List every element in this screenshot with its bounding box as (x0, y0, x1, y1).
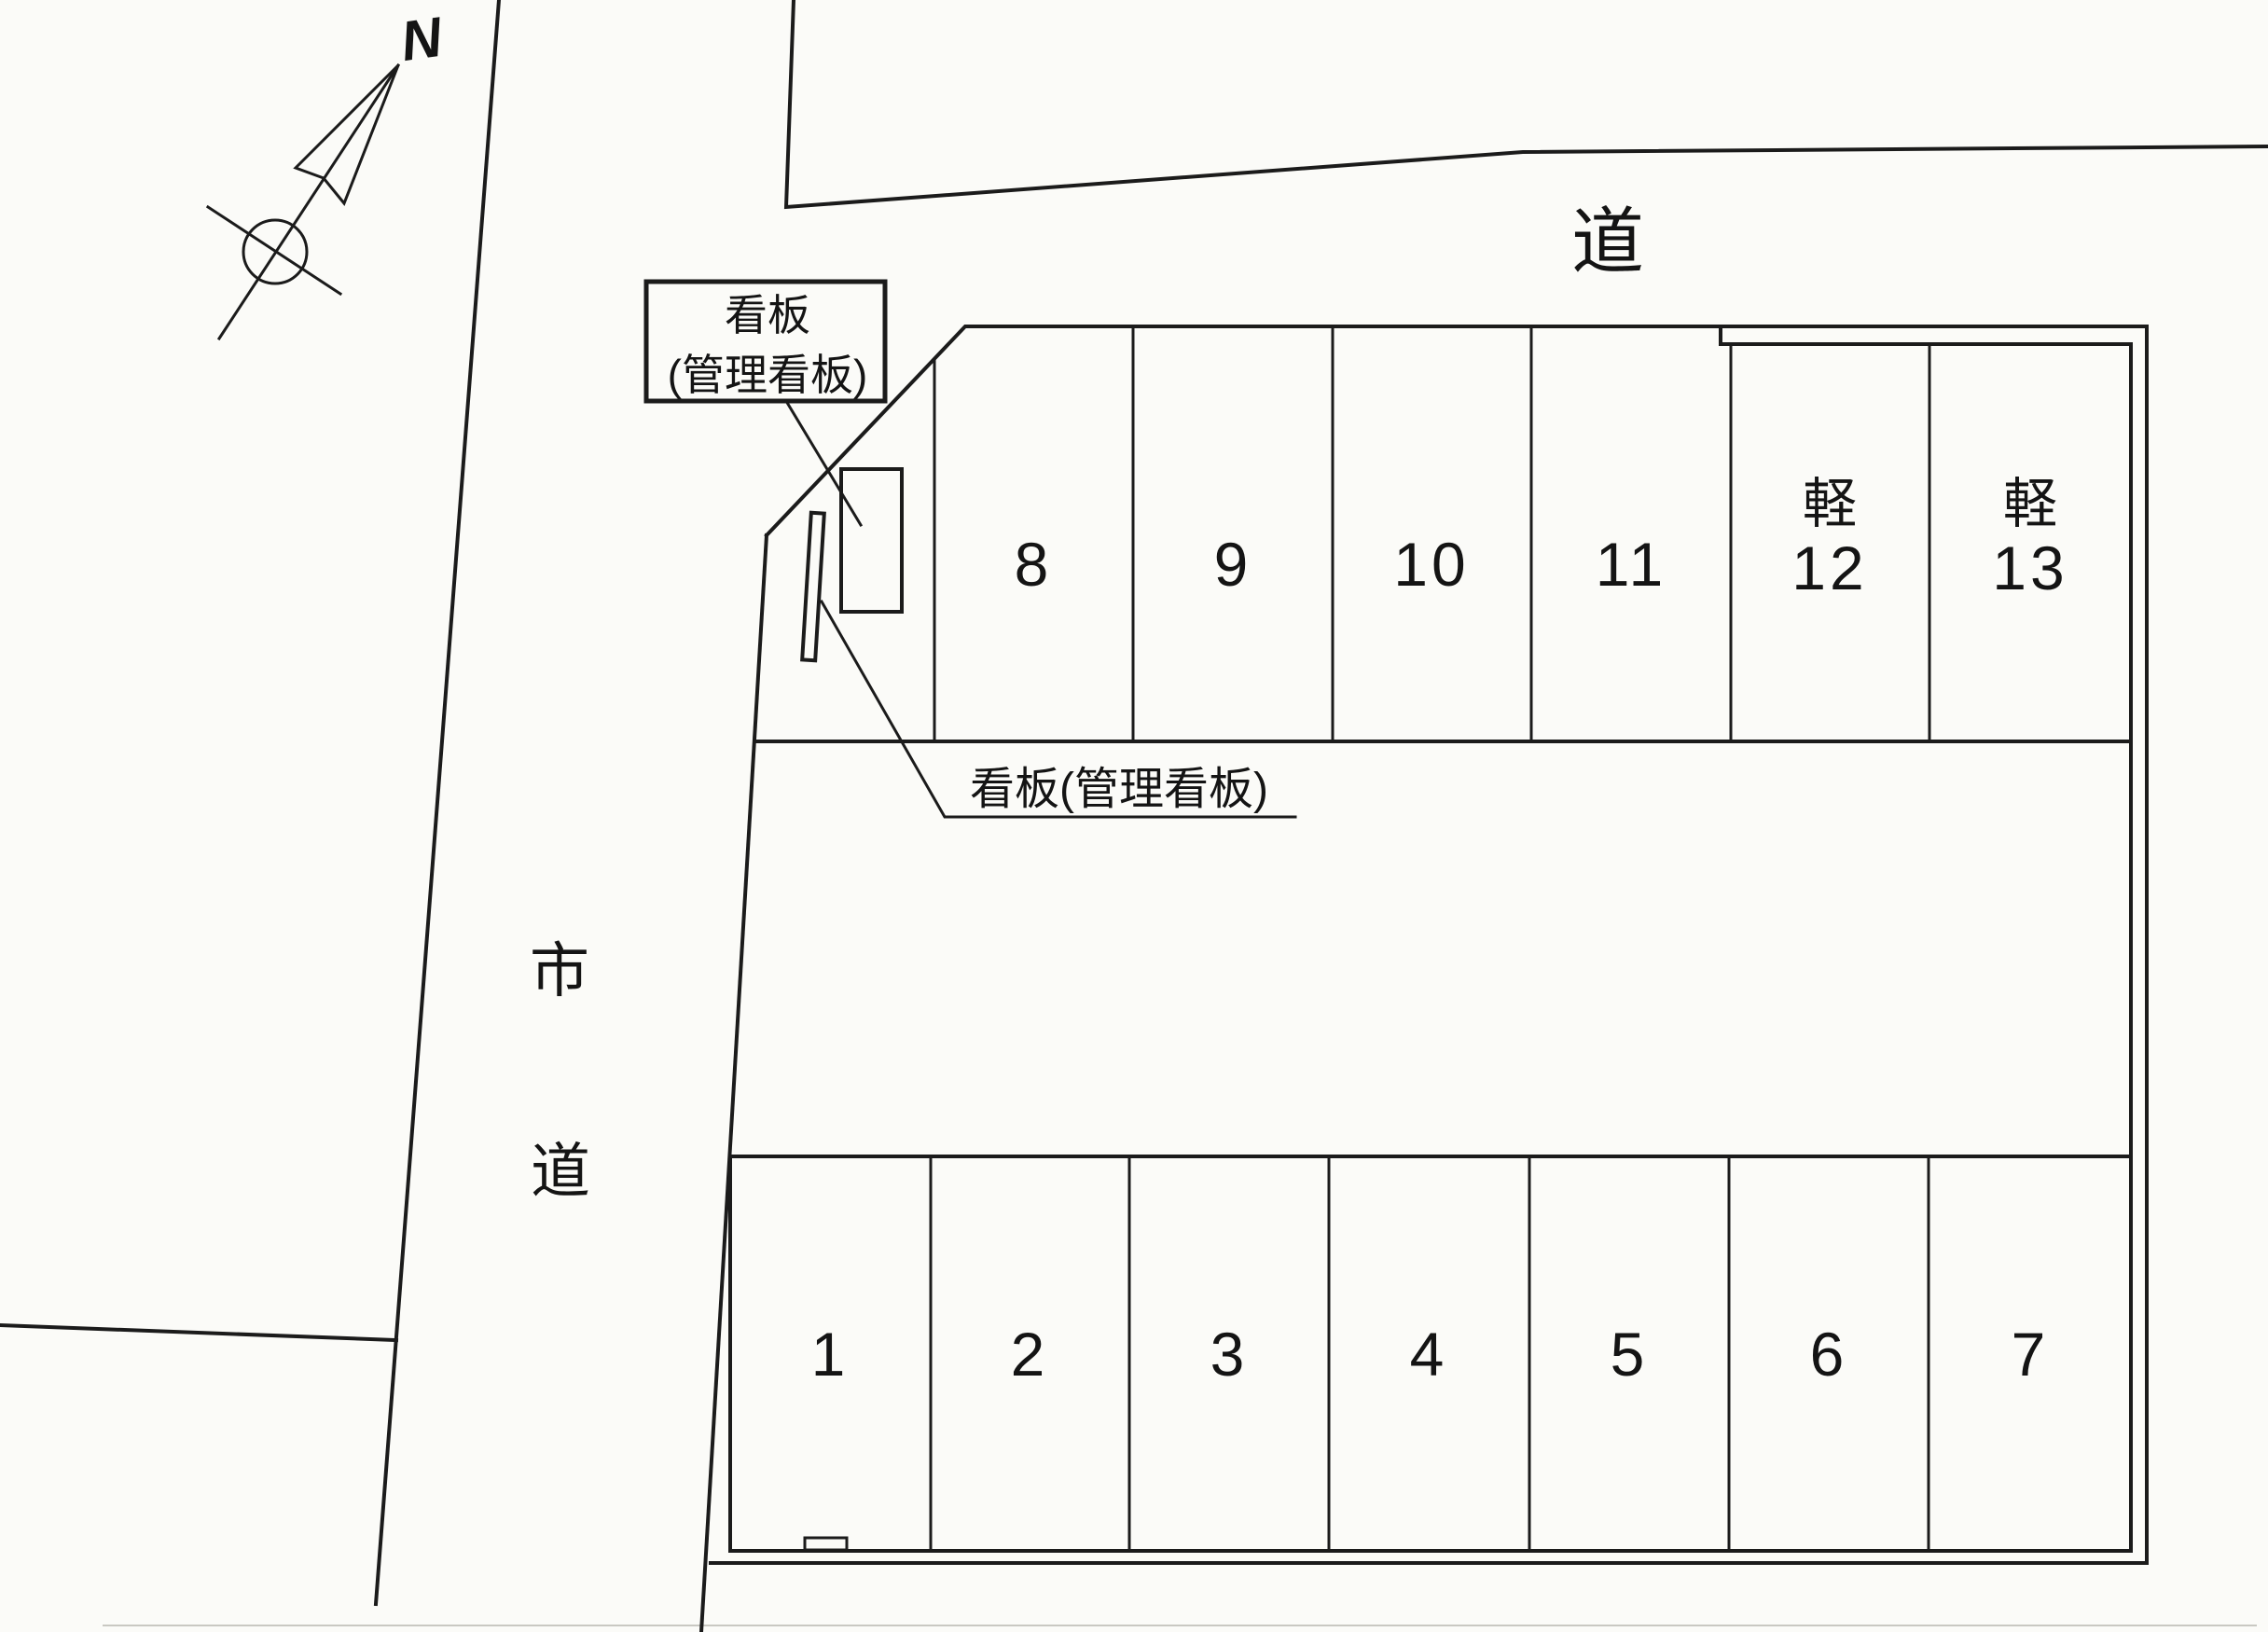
space-13-label: 13 (1992, 533, 2067, 602)
left-road-boundary-line (373, 0, 502, 1607)
space-12-kei-prefix: 軽 (1803, 474, 1857, 534)
space-10-label: 10 (1393, 530, 1469, 599)
callout-leader-middle (819, 599, 1297, 819)
space-9-label: 9 (1214, 530, 1252, 599)
lot-inner-top-line (1719, 325, 2133, 346)
compass-cross-line (205, 204, 343, 297)
callout-top-line1: 看板 (725, 291, 810, 339)
space-6-label: 6 (1810, 1320, 1848, 1389)
compass-shaft-line (216, 62, 401, 341)
space-4-label: 4 (1410, 1320, 1448, 1389)
space-11-label: 11 (1596, 530, 1667, 599)
lot-outer-boundary (709, 325, 2149, 1565)
signboard-rect (839, 467, 904, 614)
left-road-label-char1: 市 (530, 937, 589, 1004)
top-road-label: 道 (1571, 201, 1644, 283)
space-7-label: 7 (2012, 1320, 2050, 1389)
callout-top-line2: (管理看板) (668, 351, 868, 399)
north-compass: N (205, 6, 448, 341)
space-5-label: 5 (1611, 1320, 1649, 1389)
space-1-label: 1 (811, 1320, 850, 1389)
callout-box-top (643, 279, 888, 404)
space-8-label: 8 (1015, 530, 1053, 599)
compass-arrowhead (293, 63, 400, 206)
lot-left-slanted-boundary (698, 532, 769, 1632)
callout-leader-top (783, 398, 864, 528)
top-road-boundary-line (783, 0, 2268, 210)
compass-circle (242, 218, 309, 285)
space-3-label: 3 (1210, 1320, 1249, 1389)
left-road-label-char2: 道 (531, 1138, 590, 1205)
space-12-label: 12 (1791, 533, 1867, 602)
space-2-label: 2 (1011, 1320, 1049, 1389)
space-13-kei-prefix: 軽 (2003, 474, 2057, 534)
space1-bottom-marker-rect (803, 1536, 849, 1552)
callout-middle-text: 看板(管理看板) (970, 765, 1268, 814)
north-label: N (397, 6, 448, 74)
lower-left-boundary-line (0, 1322, 399, 1343)
signboard-thin-rect (800, 510, 826, 663)
